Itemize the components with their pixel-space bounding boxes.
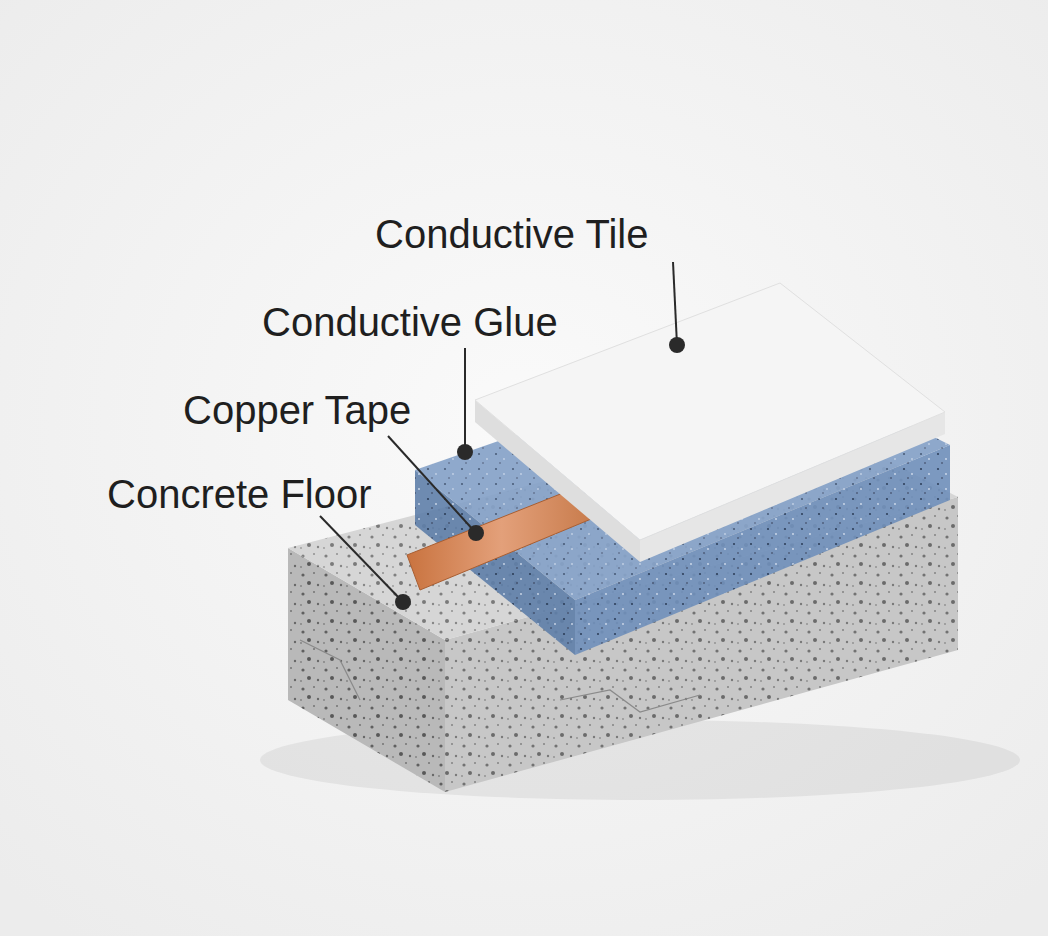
part-label: Concrete Floor xyxy=(107,474,372,514)
part-label: Copper Tape xyxy=(183,390,411,430)
copper-tape xyxy=(407,487,596,590)
part-label: Conductive Tile xyxy=(375,214,648,254)
part-label: Conductive Glue xyxy=(262,302,558,342)
